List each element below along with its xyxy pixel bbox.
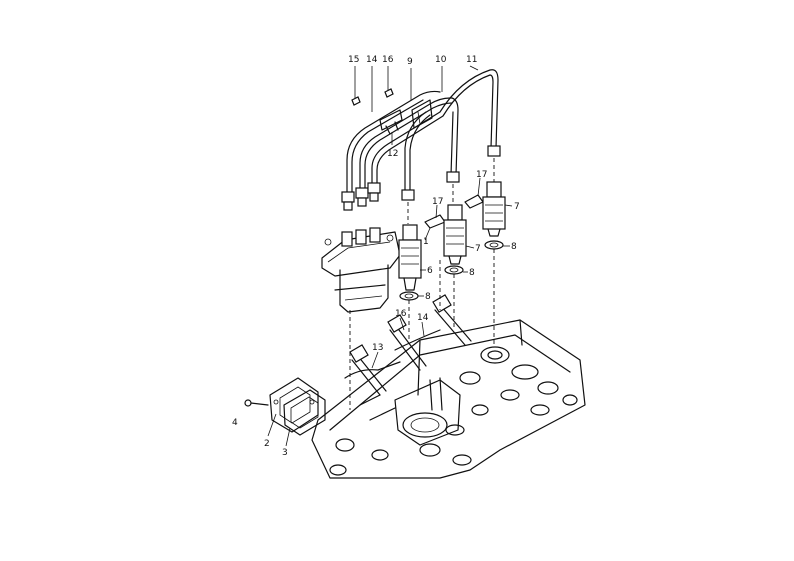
injection-pump (321, 227, 401, 313)
callout-6: 6 (427, 266, 433, 276)
callout-4: 4 (232, 418, 238, 428)
bolt-4 (244, 399, 269, 407)
callout-8: 8 (511, 242, 517, 252)
callout-14: 16 (382, 55, 394, 65)
callout-9: 9 (407, 57, 413, 67)
callout-8: 8 (469, 268, 475, 278)
callout-14: 15 (348, 55, 359, 65)
callout-10: 10 (435, 55, 447, 65)
clamp-bolts (351, 88, 394, 106)
injection-pipes (341, 69, 501, 211)
flange-gasket (269, 377, 326, 436)
cylinder-head (311, 319, 586, 479)
callout-7: 7 (475, 244, 481, 254)
callout-17: 17 (476, 170, 487, 180)
callout-17: 17 (432, 197, 443, 207)
callout-12: 12 (387, 149, 398, 159)
leader-lines (267, 65, 513, 447)
callout-8: 8 (425, 292, 431, 302)
callout-11: 11 (466, 55, 477, 65)
nozzle-holder-middle (443, 194, 484, 265)
callout-labels: 15 14 16 9 10 11 12 17 17 1 6 7 7 8 8 8 … (232, 55, 520, 458)
callout-15: 16 (395, 309, 407, 319)
callout-3: 3 (282, 448, 288, 458)
callout-16: 13 (372, 343, 383, 353)
callout-16: 14 (417, 313, 429, 323)
nozzle-holder-left (398, 214, 446, 291)
nozzle-holder-right (482, 181, 506, 237)
glow-plugs (344, 294, 472, 396)
callout-7: 7 (514, 202, 520, 212)
callout-1: 1 (423, 237, 429, 247)
callout-2: 2 (264, 439, 270, 449)
callout-13: 14 (366, 55, 378, 65)
assembly-lines (349, 158, 495, 410)
